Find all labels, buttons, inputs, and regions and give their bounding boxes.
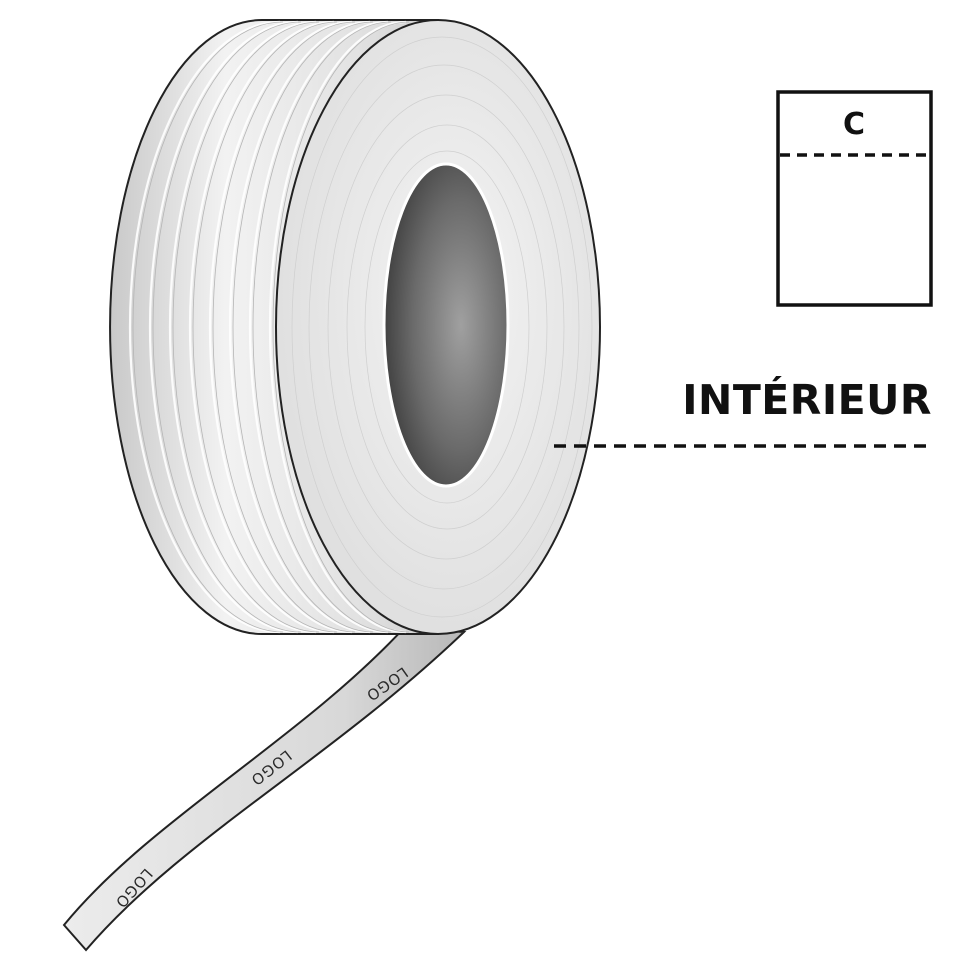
tape-strap: LOGO LOGO LOGO bbox=[62, 626, 467, 952]
interior-label: INTÉRIEUR bbox=[682, 376, 932, 424]
roll-winding-shadows bbox=[132, 21, 410, 633]
roll-winding-lines bbox=[128, 20, 407, 634]
legend-box: C bbox=[776, 90, 933, 307]
legend-label-c: C bbox=[843, 107, 865, 142]
tape-roll bbox=[109, 19, 601, 635]
roll-face-rings bbox=[291, 36, 593, 618]
roll-core bbox=[382, 162, 510, 488]
